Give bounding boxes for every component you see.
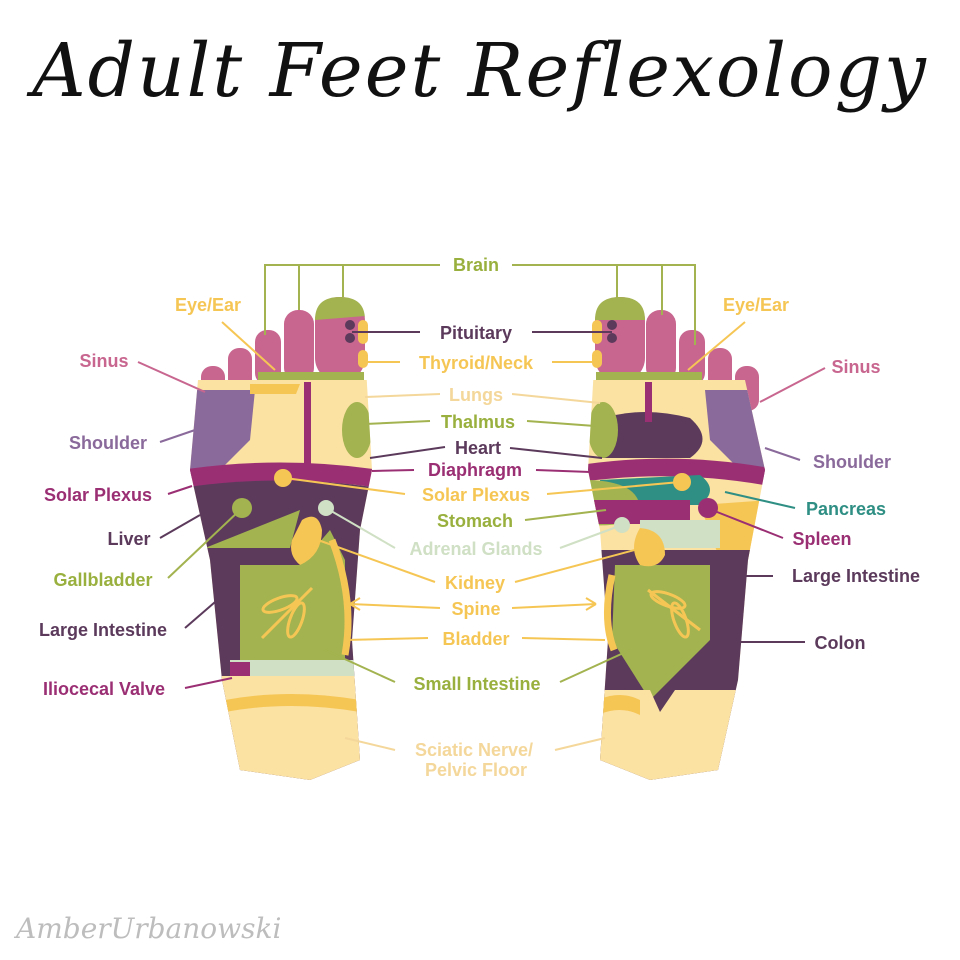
right-small-intestine-zone — [612, 565, 710, 700]
label-stomach: Stomach — [437, 511, 513, 531]
left-thalmus-zone — [342, 402, 372, 458]
label-sciatic-nerve: Sciatic Nerve/ — [415, 740, 533, 760]
left-toe-big-tip — [315, 297, 365, 320]
label-pancreas: Pancreas — [806, 499, 886, 519]
label-diaphragm: Diaphragm — [428, 460, 522, 480]
left-toe-3 — [255, 330, 281, 385]
left-pituitary-dot — [345, 320, 355, 330]
label-shoulder-left: Shoulder — [69, 433, 147, 453]
label-bladder: Bladder — [442, 629, 509, 649]
right-heart-zone — [598, 411, 703, 458]
signature: AmberUrbanowski — [16, 912, 282, 945]
label-kidney: Kidney — [445, 573, 505, 593]
right-toe-3 — [679, 330, 705, 385]
leader-lines — [137, 264, 826, 751]
label-solar-plexus-left: Solar Plexus — [44, 485, 152, 505]
label-liver: Liver — [107, 529, 150, 549]
label-pituitary: Pituitary — [440, 323, 512, 343]
left-shoulder-zone — [190, 390, 255, 480]
label-adrenal-glands: Adrenal Glands — [409, 539, 542, 559]
label-brain: Brain — [453, 255, 499, 275]
right-pituitary-dot — [607, 333, 617, 343]
labels: Brain Eye/Ear Eye/Ear Pituitary Thyroid/… — [39, 255, 920, 780]
right-toe-2 — [646, 310, 676, 382]
left-dragonfly-icon — [260, 586, 314, 640]
label-sinus-left: Sinus — [79, 351, 128, 371]
right-kidney-zone — [634, 528, 665, 567]
label-large-intestine-left: Large Intestine — [39, 620, 167, 640]
label-pelvic-floor: Pelvic Floor — [425, 760, 527, 780]
left-solar-plexus-dot — [274, 469, 292, 487]
left-toe-2 — [284, 310, 314, 382]
left-small-intestine-zone — [240, 530, 345, 665]
label-shoulder-right: Shoulder — [813, 452, 891, 472]
right-dragonfly-icon — [647, 588, 701, 639]
label-colon: Colon — [815, 633, 866, 653]
label-gallbladder: Gallbladder — [53, 570, 152, 590]
right-foot — [588, 297, 765, 780]
label-small-intestine: Small Intestine — [413, 674, 540, 694]
label-eye-ear-right: Eye/Ear — [723, 295, 789, 315]
label-thyroid-neck: Thyroid/Neck — [419, 353, 534, 373]
label-thalmus: Thalmus — [441, 412, 515, 432]
right-spleen-dot — [698, 498, 718, 518]
label-solar-plexus-center: Solar Plexus — [422, 485, 530, 505]
label-iliocecal-valve: Iliocecal Valve — [43, 679, 165, 699]
label-large-intestine-right: Large Intestine — [792, 566, 920, 586]
left-kidney-zone — [291, 516, 322, 565]
label-eye-ear-left: Eye/Ear — [175, 295, 241, 315]
label-spine: Spine — [451, 599, 500, 619]
label-heart: Heart — [455, 438, 501, 458]
label-lungs: Lungs — [449, 385, 503, 405]
right-solar-plexus-dot — [673, 473, 691, 491]
left-pituitary-dot — [345, 333, 355, 343]
right-pituitary-dot — [607, 320, 617, 330]
page-title: Adult Feet Reflexology — [32, 28, 928, 114]
label-sinus-right: Sinus — [831, 357, 880, 377]
label-spleen: Spleen — [792, 529, 851, 549]
